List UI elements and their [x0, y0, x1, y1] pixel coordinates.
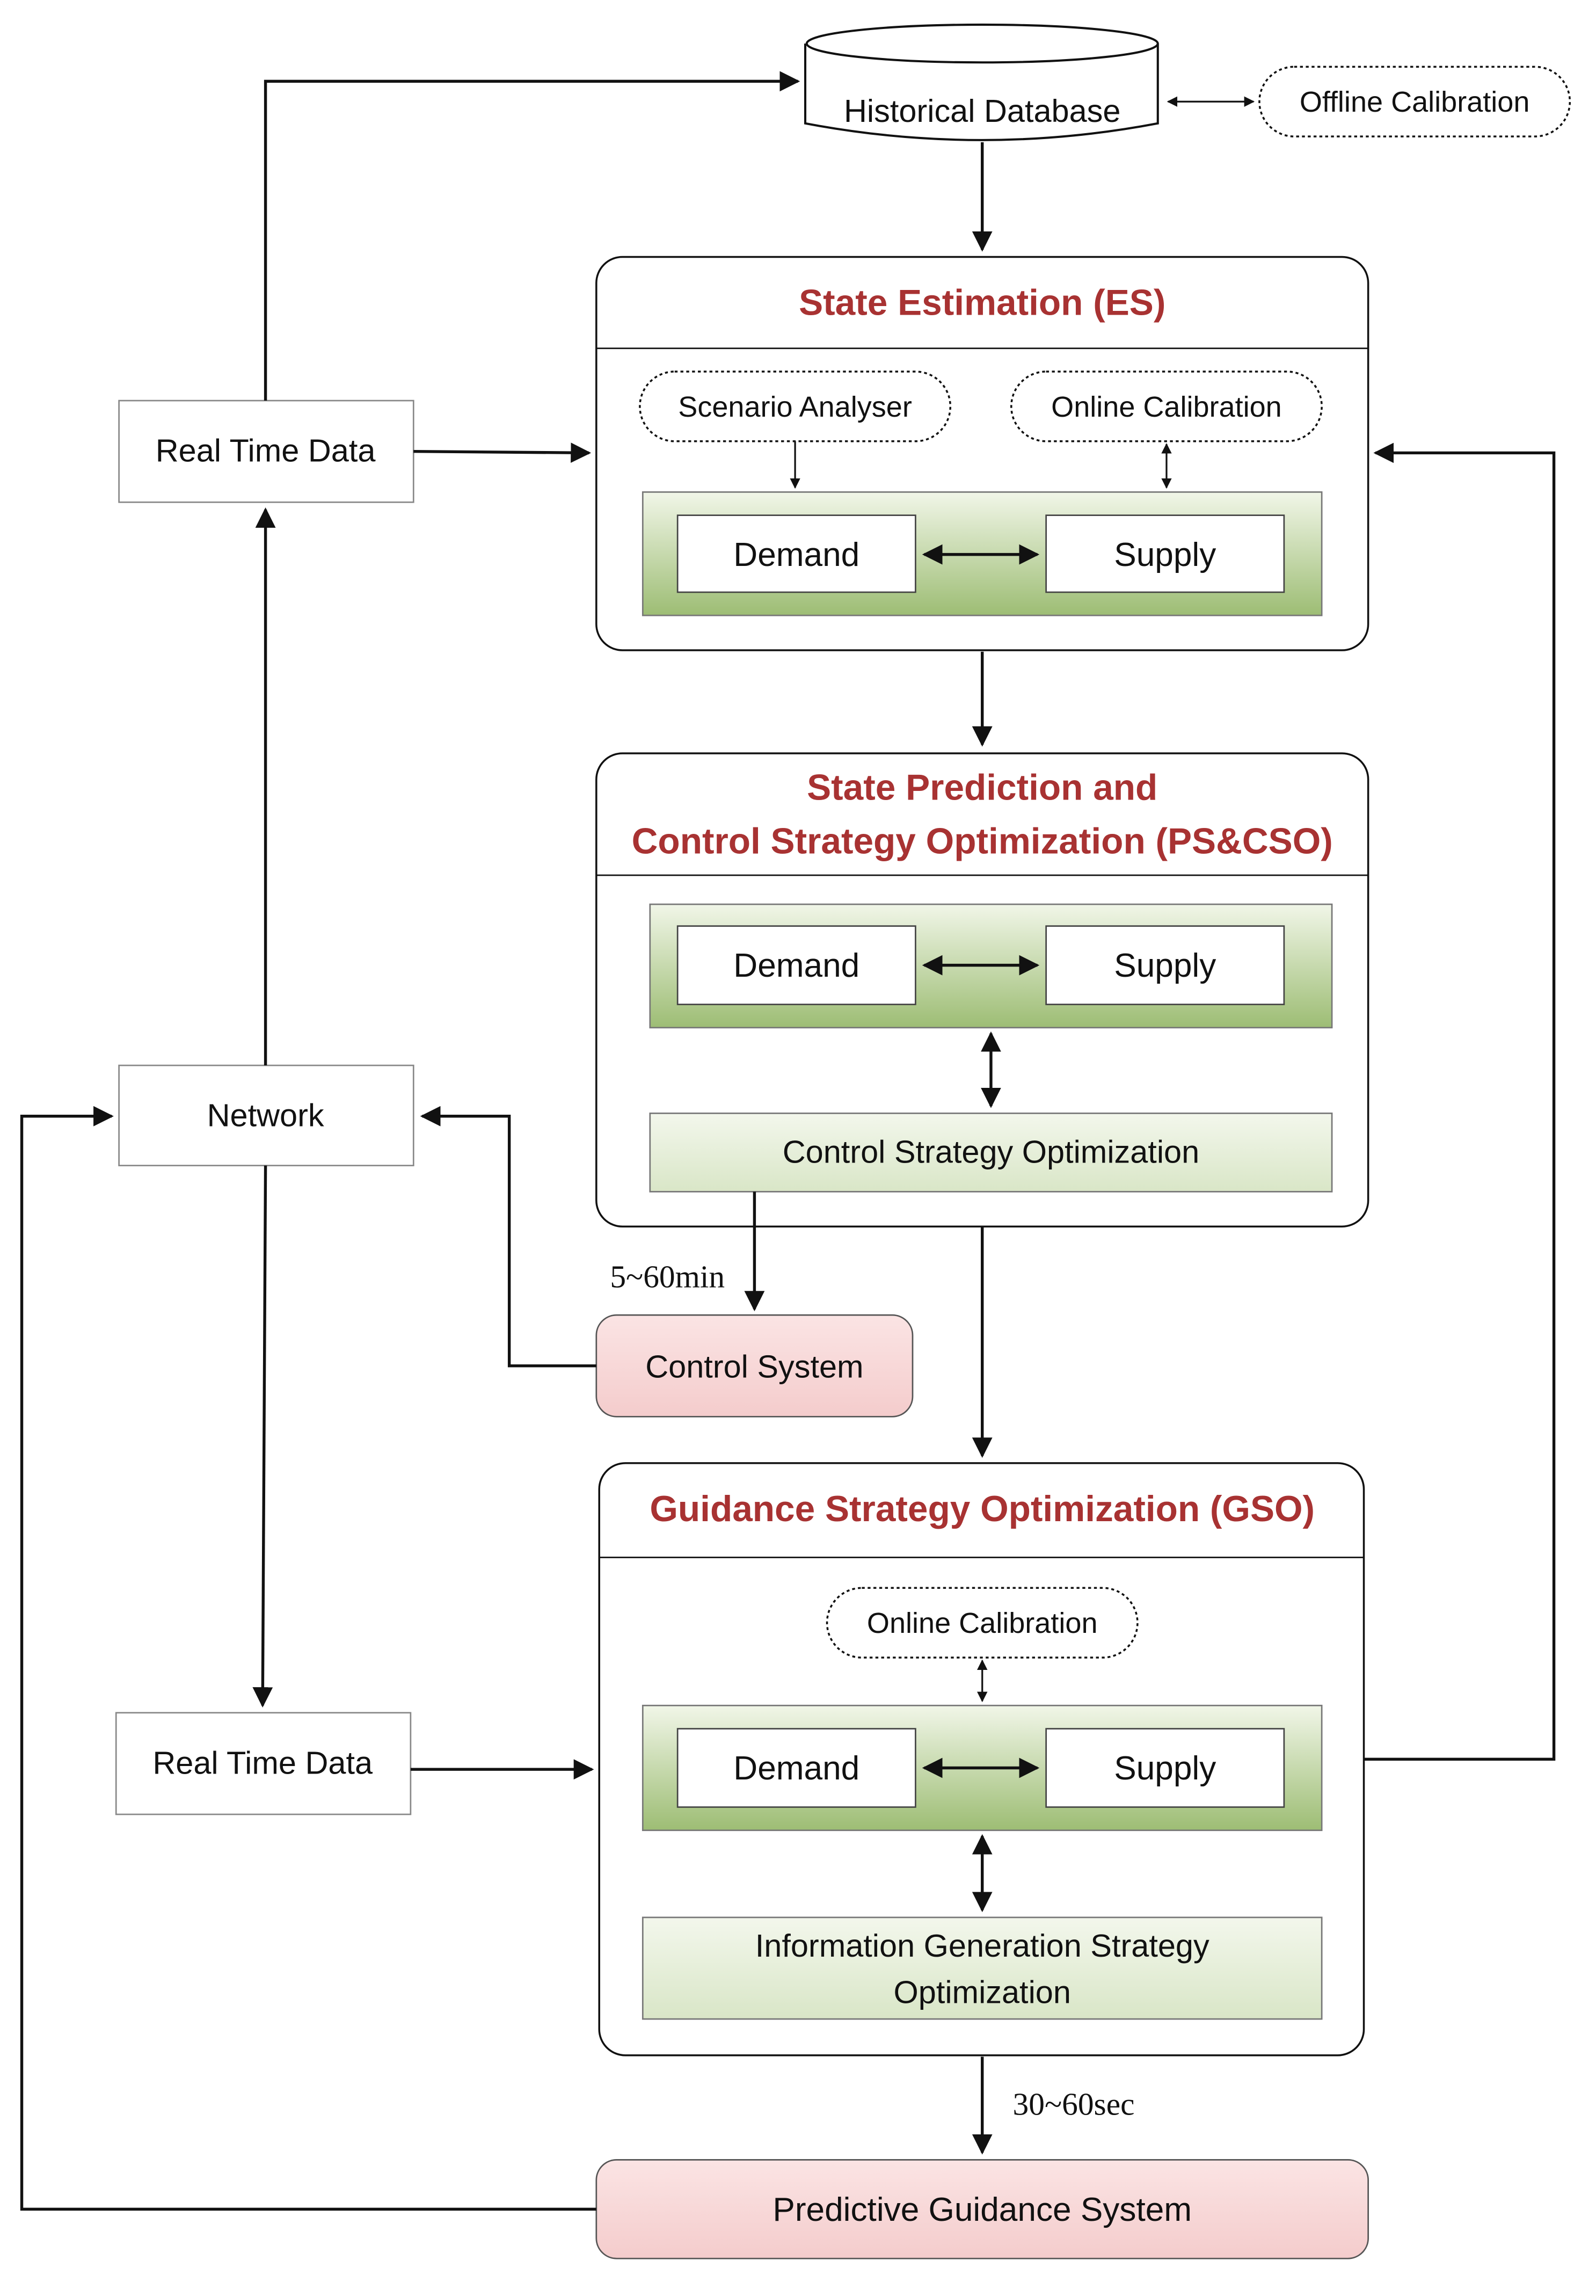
- network-to-rtd-bottom-arrow: [252, 1165, 273, 1708]
- real-time-data-top-label: Real Time Data: [156, 433, 376, 469]
- network-label: Network: [207, 1098, 324, 1134]
- historical-database-node: Historical Database: [804, 23, 1159, 141]
- real-time-data-top-node: Real Time Data: [118, 399, 414, 503]
- rtd-to-db-arrow: [264, 71, 800, 401]
- pscso-demand-label: Demand: [733, 947, 859, 984]
- info-generation-label-line2: Optimization: [894, 1974, 1071, 2010]
- gso-online-calibration-label: Online Calibration: [867, 1607, 1098, 1639]
- rtd-to-es-arrow: [413, 442, 592, 463]
- es-title: State Estimation (ES): [799, 283, 1165, 323]
- offline-calibration-label: Offline Calibration: [1300, 86, 1530, 118]
- guidance-to-network-arrow: [20, 1106, 596, 2211]
- offline-calibration-node: Offline Calibration: [1258, 66, 1571, 137]
- gso-demand-box: [676, 1728, 916, 1808]
- es-container: State Estimation (ES) Scenario Analyser …: [595, 256, 1369, 651]
- pscso-title-line2: Control Strategy Optimization (PS&CSO): [632, 821, 1333, 861]
- es-demand-label: Demand: [733, 536, 859, 573]
- pscso-demand-box: [676, 925, 916, 1005]
- pscso-supply-box: [1045, 925, 1285, 1005]
- gso-container: Guidance Strategy Optimization (GSO) Onl…: [598, 1462, 1365, 2057]
- gso-demand-label: Demand: [733, 1750, 859, 1787]
- control-system-node: Control System: [595, 1314, 914, 1418]
- gso-title: Guidance Strategy Optimization (GSO): [650, 1489, 1315, 1529]
- scenario-analyser-node: [639, 370, 952, 442]
- gso-online-calibration-node: [826, 1587, 1139, 1659]
- control-interval-label: 5~60min: [610, 1259, 725, 1295]
- gso-supply-label: Supply: [1114, 1750, 1216, 1787]
- real-time-data-bottom-label: Real Time Data: [152, 1745, 373, 1781]
- gso-supply-box: [1045, 1728, 1285, 1808]
- es-online-calibration-node: [1010, 370, 1323, 442]
- info-generation-label-line1: Information Generation Strategy: [755, 1928, 1209, 1964]
- control-strategy-optimization-box: [649, 1113, 1333, 1193]
- network-node: Network: [118, 1064, 414, 1167]
- pscso-title-line1: State Prediction and: [807, 767, 1157, 808]
- es-supply-label: Supply: [1114, 536, 1216, 573]
- guidance-interval-label: 30~60sec: [1013, 2087, 1135, 2122]
- scenario-analyser-label: Scenario Analyser: [678, 391, 912, 423]
- pscso-supply-label: Supply: [1114, 947, 1216, 984]
- es-supply-box: [1045, 514, 1285, 593]
- es-demand-box: [676, 514, 916, 593]
- historical-database-label: Historical Database: [844, 93, 1120, 129]
- control-strategy-optimization-label: Control Strategy Optimization: [783, 1134, 1199, 1169]
- information-generation-box: [642, 1916, 1323, 2020]
- control-system-label: Control System: [645, 1348, 863, 1384]
- pscso-container: State Prediction and Control Strategy Op…: [595, 752, 1369, 1227]
- real-time-data-bottom-node: Real Time Data: [115, 1712, 412, 1815]
- predictive-guidance-system-node: Predictive Guidance System: [595, 2159, 1369, 2259]
- gso-to-es-feedback-arrow: [1364, 442, 1556, 1761]
- es-online-calibration-label: Online Calibration: [1051, 391, 1282, 423]
- predictive-guidance-system-label: Predictive Guidance System: [773, 2191, 1192, 2228]
- control-system-to-network-arrow: [420, 1106, 596, 1368]
